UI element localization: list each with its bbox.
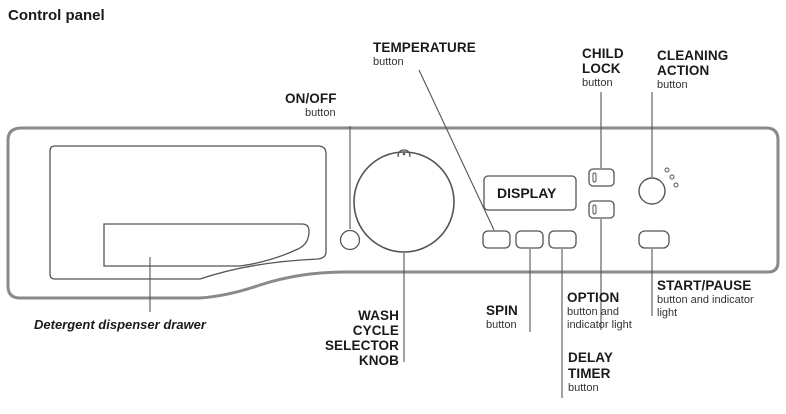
cleaning-indicator-3 [673, 182, 679, 188]
page-title: Control panel [8, 7, 105, 24]
label-cleaning-action-1: CLEANING [657, 48, 729, 63]
label-detergent-drawer: Detergent dispenser drawer [34, 317, 206, 332]
temperature-button[interactable] [482, 230, 511, 249]
label-wash-cycle-1: WASH [358, 308, 399, 323]
display-text: DISPLAY [497, 185, 557, 201]
label-cleaning-action-2: ACTION [657, 63, 710, 78]
label-start-pause: START/PAUSE [657, 278, 752, 293]
cleaning-indicator-2 [669, 174, 675, 180]
label-spin: SPIN [486, 303, 518, 318]
cleaning-action-button[interactable] [638, 177, 666, 205]
detergent-drawer[interactable] [49, 145, 327, 280]
label-option: OPTION [567, 290, 620, 305]
leader-temperature [418, 69, 495, 231]
label-on-off: ON/OFF [285, 91, 337, 106]
label-child-lock-1: CHILD [582, 46, 624, 61]
child-lock-button[interactable] [588, 168, 615, 187]
option-button[interactable] [588, 200, 615, 219]
cleaning-indicator-1 [664, 167, 670, 173]
child-lock-indicator [592, 172, 597, 183]
label-wash-cycle-4: KNOB [358, 353, 399, 368]
spin-button[interactable] [515, 230, 544, 249]
label-delay-timer-1: DELAY [568, 350, 614, 365]
drawer-handle[interactable] [103, 223, 310, 267]
label-option-sub-2: indicator light [567, 319, 632, 331]
display-screen [483, 175, 577, 211]
label-on-off-sub: button [305, 107, 336, 119]
panel-outline [6, 126, 780, 300]
label-option-sub-1: button and [567, 306, 619, 318]
label-start-pause-sub-2: light [657, 307, 678, 319]
start-pause-button[interactable] [638, 230, 670, 249]
option-indicator [592, 204, 597, 215]
on-off-button[interactable] [339, 229, 361, 251]
label-temperature-sub: button [373, 56, 404, 68]
label-temperature: TEMPERATURE [373, 40, 476, 55]
delay-timer-button[interactable] [548, 230, 577, 249]
label-delay-timer-sub: button [568, 382, 599, 394]
label-delay-timer-2: TIMER [568, 366, 611, 381]
label-spin-sub: button [486, 319, 517, 331]
label-wash-cycle-2: CYCLE [352, 323, 399, 338]
label-wash-cycle-3: SELECTOR [324, 338, 399, 353]
label-child-lock-2: LOCK [582, 61, 621, 76]
label-cleaning-action-sub: button [657, 79, 688, 91]
knob-indicator-dot [402, 152, 406, 156]
knob-indicator-notch [397, 149, 411, 158]
label-child-lock-sub: button [582, 77, 613, 89]
wash-cycle-selector-knob[interactable] [353, 151, 455, 253]
label-start-pause-sub-1: button and indicator [657, 294, 754, 306]
